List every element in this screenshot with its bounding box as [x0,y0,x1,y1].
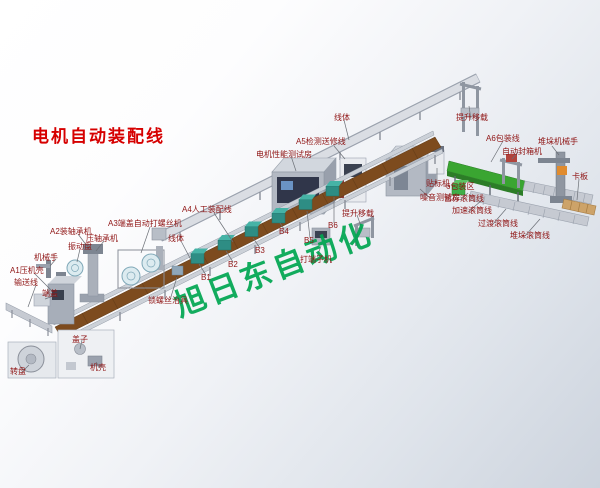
label-lift-transfer-mid: 提升移载 [342,209,374,218]
label-terminal-machine: 打端子机 [300,255,332,264]
label-line-body-left: 线体 [168,234,184,243]
label-noise-test-room: 噪音测试房 [420,193,460,202]
screw-fixture-structure [171,265,184,276]
label-b5: B5 [304,236,314,245]
a1-press-machine-structure [47,272,82,325]
label-a1-press-shell: A1压机壳 [10,266,44,275]
label-conveyor-line: 输送线 [14,278,38,287]
a3-screw-machine-structure [117,246,165,289]
label-press-bearing-machine: 压轴承机 [86,234,118,243]
label-line-body-top: 线体 [334,113,350,122]
label-a4-manual-line: A4人工装配线 [182,205,232,214]
lift-transfer-top-structure [459,82,482,136]
pallet-stations [190,181,343,264]
infeed-conveyor-structure [5,302,53,336]
label-turntable: 转盘 [10,367,26,376]
label-b1: B1 [201,273,211,282]
packing-area [446,151,597,227]
label-labeling-machine: 贴标机 [426,179,450,188]
label-vibration-plate: 振动盘 [68,242,92,251]
label-b6: B6 [328,221,338,230]
label-transition-roller-line: 过渡滚筒线 [478,219,518,228]
label-machine-shell: 机壳 [90,363,106,372]
label-b3: B3 [255,246,265,255]
label-lift-transfer-top: 提升移载 [456,113,488,122]
label-robot-hand: 机械手 [34,253,58,262]
label-pallet: 卡板 [572,172,588,181]
main-line [52,130,444,344]
robot-hand-structure [36,260,51,278]
label-stacking-robot: 堆垛机械手 [538,137,578,146]
label-a5-test-line: A5检测送修线 [296,137,346,146]
label-a3-screw-machine: A3端盖自动打螺丝机 [108,219,182,228]
label-a6-packing-line: A6包装线 [486,134,520,143]
end-cover-feeder-structure [33,293,51,307]
leader-lines [21,105,580,373]
parts-bench-structure [57,329,115,379]
label-motor-test-room: 电机性能测试房 [256,150,312,159]
lift-transfer-mid-structure [353,216,375,246]
page-title: 电机自动装配线 [32,127,165,146]
label-screw-fixture: 锁螺丝治具 [148,296,188,305]
label-end-cover: 端盖 [42,289,58,298]
label-cover: 盖子 [72,335,88,344]
label-b4: B4 [279,227,289,236]
label-temp-roller-line: 暂存滚筒线 [444,194,484,203]
turntable-bench-structure [7,341,57,379]
label-a2-bearing-machine: A2装轴承机 [50,227,92,236]
label-stacking-roller-line: 堆垛滚筒线 [510,231,550,240]
label-accel-roller-line: 加速滚筒线 [452,206,492,215]
label-packing-area: 6包装区 [446,182,475,191]
label-auto-sealer: 自动封箱机 [502,147,542,156]
label-b2: B2 [228,260,238,269]
a2-bearing-machine-structure [66,244,105,303]
terminal-machine-structure [311,227,331,246]
